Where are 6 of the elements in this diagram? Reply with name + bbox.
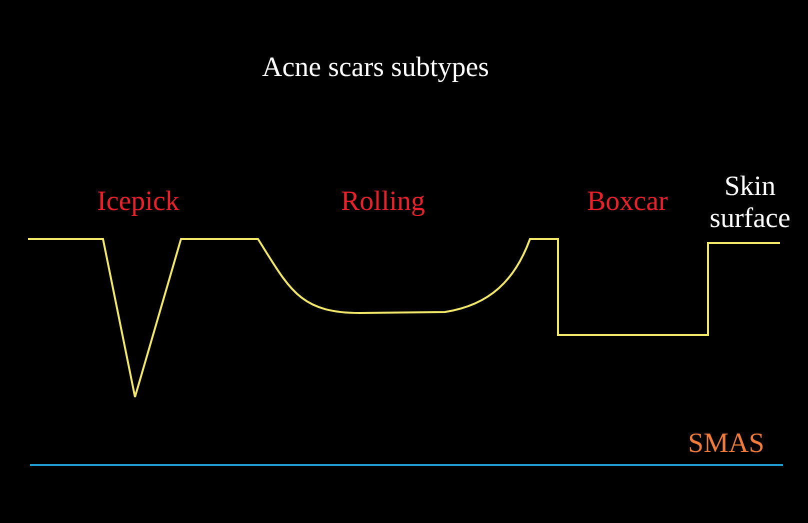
diagram-title: Acne scars subtypes [262,52,490,84]
skin-surface-label: Skin surface [708,171,792,235]
scar-type-label: Boxcar [587,186,668,218]
smas-label: SMAS [688,428,764,460]
scar-type-label: Rolling [341,186,426,218]
scar-type-label: Icepick [97,186,180,218]
